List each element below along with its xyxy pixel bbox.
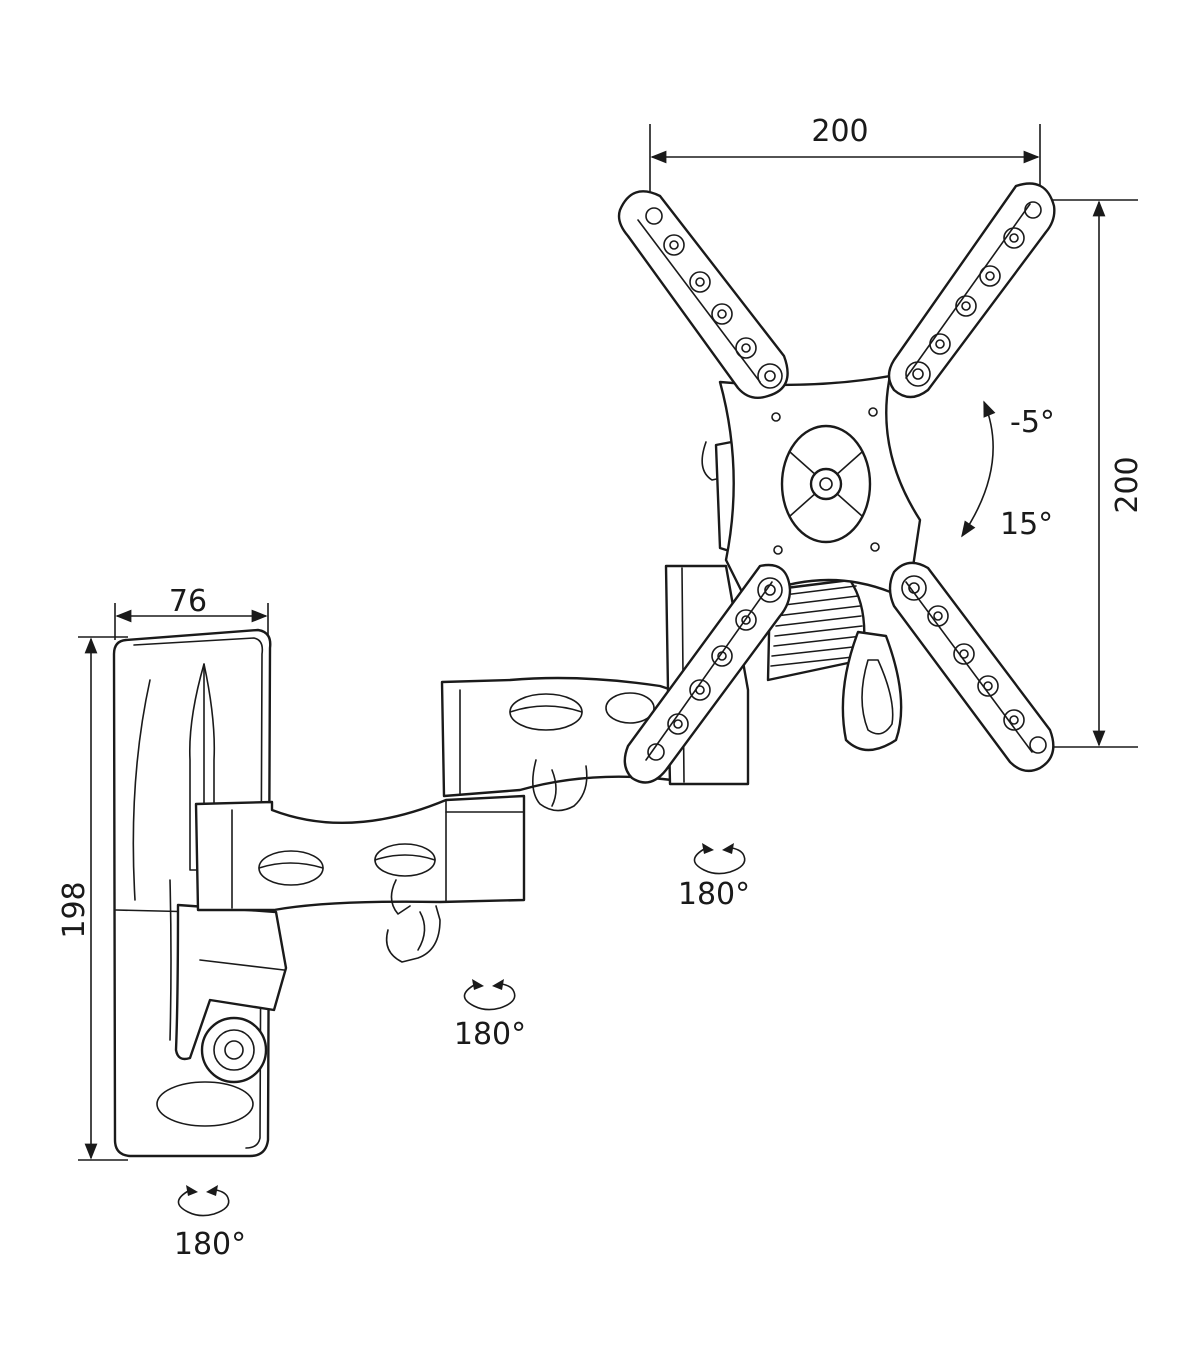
dimension-wall-76: 76 <box>114 584 269 640</box>
tilt-handle[interactable] <box>841 630 903 752</box>
rotation-indicator-middle: 180° <box>454 979 526 1052</box>
dimension-label-wall-width: 76 <box>169 584 207 619</box>
dimension-wall-198: 198 <box>57 636 128 1161</box>
vesa-bracket-bottom-right <box>888 561 1055 773</box>
rotation-label-wall: 180° <box>174 1227 246 1262</box>
dimension-label-plate-height: 200 <box>1110 456 1145 513</box>
vesa-bracket-top-right <box>887 182 1056 399</box>
tilt-indicator: -5° 15° <box>961 400 1055 542</box>
first-arm <box>194 794 526 963</box>
vesa-bracket-top-left <box>617 190 789 399</box>
dimension-top-200: 200 <box>649 114 1041 200</box>
rotation-label-head: 180° <box>678 877 750 912</box>
tilt-down-label: 15° <box>1000 507 1053 542</box>
rotation-indicator-head: 180° <box>678 843 750 912</box>
tilt-spring <box>766 578 866 682</box>
dimension-label-plate-width: 200 <box>811 114 868 149</box>
wall-pivot-joint <box>169 879 288 1084</box>
vesa-plate <box>718 374 922 602</box>
rotation-indicator-wall: 180° <box>174 1185 246 1262</box>
tilt-up-label: -5° <box>1010 405 1055 440</box>
rotation-label-middle: 180° <box>454 1017 526 1052</box>
vesa-bracket-bottom-left <box>623 563 792 784</box>
dimension-right-200: 200 <box>1040 199 1145 748</box>
dimension-label-wall-height: 198 <box>57 881 92 938</box>
